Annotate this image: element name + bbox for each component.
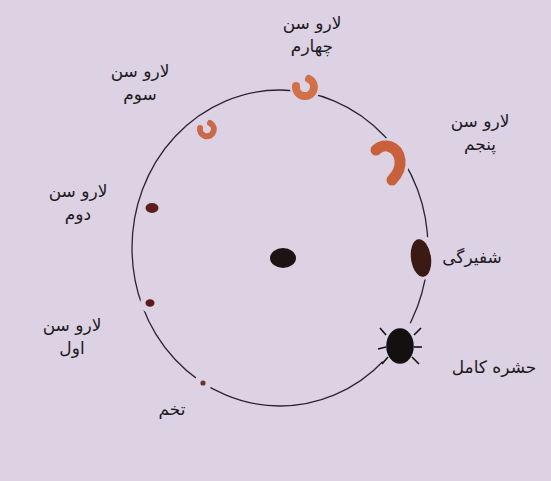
larva-first xyxy=(146,299,155,307)
larva-fourth xyxy=(296,79,314,96)
stage-label: لارو سن دوم xyxy=(42,180,114,226)
pupa xyxy=(408,238,433,278)
stage-label: حشره کامل xyxy=(452,356,537,379)
stage-label: لارو سن چهارم xyxy=(276,12,348,58)
stage-label: تخم xyxy=(158,398,185,421)
adult-beetle xyxy=(378,328,422,364)
egg xyxy=(200,380,205,385)
stage-label: لارو سن پنجم xyxy=(444,110,516,156)
cycle-ring xyxy=(132,90,428,406)
center-beetle xyxy=(270,248,296,268)
larva-second xyxy=(146,203,159,213)
larva-third xyxy=(200,123,214,136)
ring-gaps xyxy=(140,73,443,392)
stage-label: شفیرگی xyxy=(442,246,502,269)
stage-label: لارو سن سوم xyxy=(104,60,176,106)
stage-label: لارو سن اول xyxy=(36,314,108,360)
larva-fifth xyxy=(376,146,400,180)
